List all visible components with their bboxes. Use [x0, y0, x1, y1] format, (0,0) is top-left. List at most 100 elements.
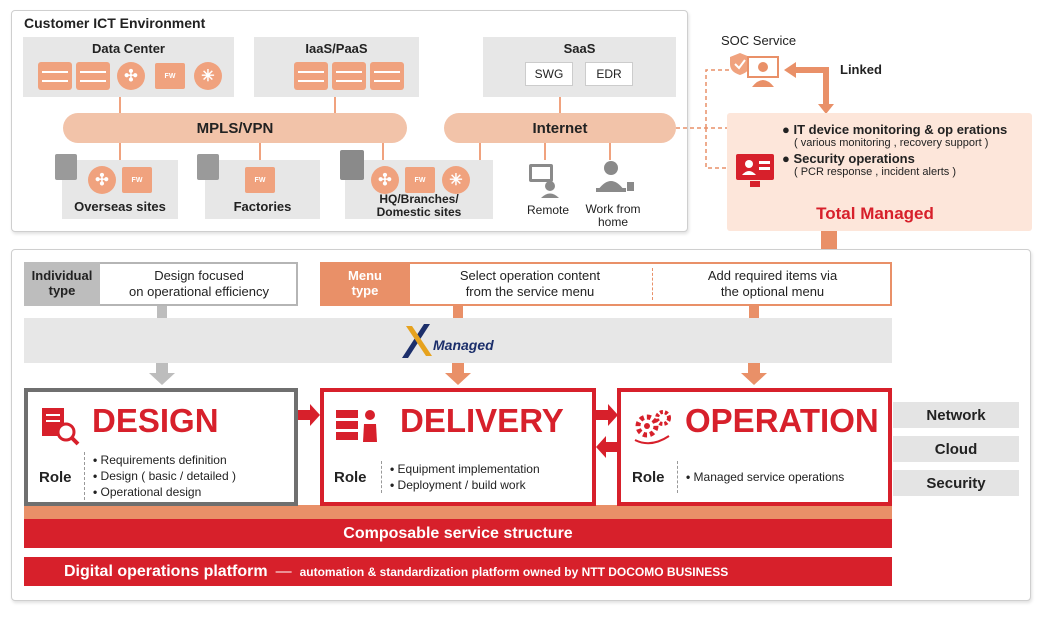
office-building-icon: [340, 150, 364, 180]
router-icon: ✣: [117, 62, 145, 90]
delivery-item: Equipment implementation: [390, 461, 540, 477]
managed-logo-icon: [398, 322, 438, 360]
individual-type-line1: Individual: [31, 268, 93, 283]
router-icon: ✣: [88, 166, 116, 194]
work-from-home-icon: [594, 160, 636, 198]
wfh-label: Work from home: [578, 203, 648, 229]
side-network: Network: [893, 402, 1019, 428]
design-item: Operational design: [93, 484, 236, 500]
overseas-label: Overseas sites: [74, 199, 166, 214]
monitoring-screen-icon: [735, 153, 775, 189]
router-icon: ✣: [371, 166, 399, 194]
arrow-operation-stem: [748, 363, 760, 373]
soc-item-2: ● Security operations: [782, 151, 915, 166]
server-icon: [294, 62, 328, 90]
hq-label-line1: HQ/Branches/: [379, 192, 459, 206]
env-title: Customer ICT Environment: [24, 15, 206, 31]
overseas-box: [62, 160, 178, 219]
operation-item: Managed service operations: [686, 469, 845, 485]
design-role-items: Requirements definition Design ( basic /…: [84, 452, 236, 500]
server-icon: [332, 62, 366, 90]
arrow-design-head: [149, 373, 175, 385]
remote-label: Remote: [526, 203, 570, 217]
total-managed-label: Total Managed: [816, 204, 934, 223]
individual-desc-line2: on operational efficiency: [129, 284, 269, 299]
switch-icon: ✳: [442, 166, 470, 194]
connector-optional: [749, 306, 759, 318]
firewall-icon: FW: [155, 63, 185, 89]
digital-operations-bar: Digital operations platform — automation…: [24, 557, 892, 586]
composable-shadow: [24, 505, 892, 519]
menu-type-line2: type: [351, 283, 379, 298]
stage-flow-arrows: [298, 404, 618, 458]
optional-desc-line1: Add required items via: [707, 268, 838, 283]
factories-label: Factories: [233, 199, 292, 214]
linked-arrow: [784, 62, 834, 114]
arrow-design-stem: [156, 363, 168, 373]
individual-desc-line1: Design focused: [154, 268, 244, 283]
menu-desc-line1: Select operation content: [459, 268, 601, 283]
arrow-operation-head: [741, 373, 767, 385]
soc-item-1-text: IT device monitoring & op erations: [793, 122, 1008, 137]
platform-sub-text: automation & standardization platform ow…: [299, 564, 729, 579]
arrow-delivery-head: [445, 373, 471, 385]
delivery-server-person-icon: [334, 406, 380, 446]
menu-type-box: [320, 262, 892, 306]
platform-main-text: Digital operations platform: [64, 562, 268, 580]
wfh-label-line1: Work from: [585, 202, 641, 216]
individual-desc: Design focused on operational efficiency: [100, 268, 298, 300]
linked-label: Linked: [840, 62, 882, 77]
connector-individual: [157, 306, 167, 318]
remote-pc-icon: [528, 162, 560, 198]
delivery-role-label: Role: [334, 469, 367, 486]
managed-platform-bar: [24, 318, 892, 363]
soc-item-2-text: Security operations: [793, 151, 915, 166]
total-managed-box: [727, 113, 1032, 231]
soc-item-1-sub: ( various monitoring , recovery support …: [794, 137, 989, 149]
design-document-icon: [40, 406, 80, 446]
gears-icon: [631, 406, 675, 446]
delivery-title: DELIVERY: [400, 402, 564, 439]
soc-items: ● IT device monitoring & op erations ( v…: [782, 122, 1032, 178]
menu-type-tag: Menu type: [320, 262, 410, 306]
menu-type-line1: Menu: [348, 268, 382, 283]
menu-divider: [652, 268, 653, 300]
operation-role-label: Role: [632, 469, 665, 486]
managed-logo-text: Managed: [433, 337, 494, 353]
soc-service-label: SOC Service: [721, 33, 797, 48]
design-item: Design ( basic / detailed ): [93, 468, 236, 484]
factory-icon: [197, 154, 219, 180]
building-icon: [55, 154, 77, 180]
wfh-label-line2: home: [597, 215, 629, 229]
connector-menu: [453, 306, 463, 318]
design-item: Requirements definition: [93, 452, 236, 468]
hq-label: HQ/Branches/ Domestic sites: [345, 193, 493, 219]
edr-box: EDR: [585, 62, 633, 86]
firewall-icon: FW: [245, 167, 275, 193]
optional-desc: Add required items via the optional menu: [655, 268, 890, 300]
saas-label: SaaS: [563, 41, 596, 56]
mpls-vpn-bar: MPLS/VPN: [63, 113, 407, 143]
individual-type-tag: Individual type: [24, 262, 100, 306]
firewall-icon: FW: [405, 167, 435, 193]
operation-title: OPERATION: [685, 402, 879, 439]
operation-role-items: Managed service operations: [677, 461, 844, 493]
server-icon: [370, 62, 404, 90]
side-cloud: Cloud: [893, 436, 1019, 462]
side-security: Security: [893, 470, 1019, 496]
composable-service-bar: Composable service structure: [24, 519, 892, 548]
soc-item-1: ● IT device monitoring & op erations: [782, 122, 1008, 137]
internet-bar: Internet: [444, 113, 676, 143]
hq-label-line2: Domestic sites: [376, 205, 462, 219]
saas-box: [483, 37, 676, 97]
switch-icon: ✳: [194, 62, 222, 90]
data-center-label: Data Center: [92, 41, 165, 56]
delivery-role-items: Equipment implementation Deployment / bu…: [381, 461, 540, 493]
shield-icon: [729, 52, 751, 76]
menu-desc-line2: from the service menu: [465, 284, 595, 299]
design-role-label: Role: [39, 469, 72, 486]
server-icon: [38, 62, 72, 90]
delivery-item: Deployment / build work: [390, 477, 540, 493]
swg-box: SWG: [525, 62, 573, 86]
